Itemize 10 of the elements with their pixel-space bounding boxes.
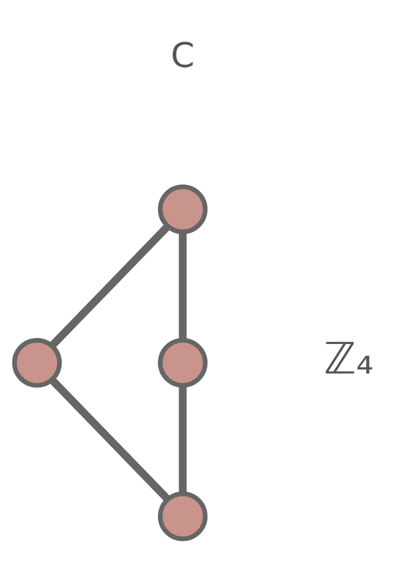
connector — [178, 386, 187, 494]
node-circle — [158, 338, 208, 388]
node-circle — [158, 184, 208, 234]
connector — [49, 377, 170, 502]
node-circle — [12, 338, 62, 388]
connector — [178, 232, 187, 340]
label: ℤ₄ — [324, 334, 374, 385]
label: C — [170, 36, 195, 76]
node-circle — [158, 492, 208, 542]
connector — [49, 224, 170, 348]
